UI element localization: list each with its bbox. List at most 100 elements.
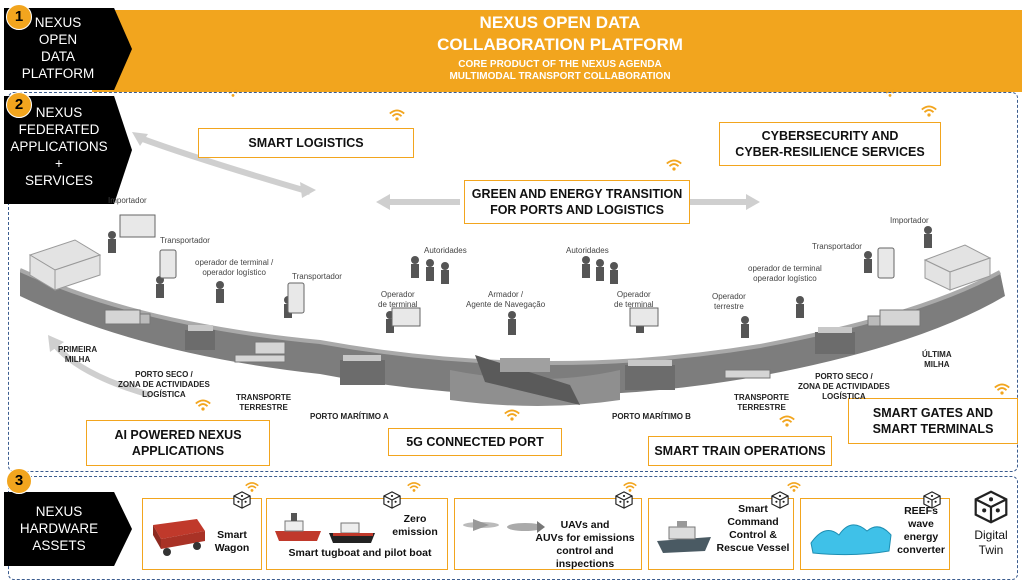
- actor-label-line: operador de terminal /: [195, 258, 274, 267]
- asset-label-line: Zero: [403, 513, 427, 525]
- asset-rescue-vessel: Smart Command Control & Rescue Vessel: [648, 498, 794, 570]
- smart-gates-label: SMART GATES AND: [872, 406, 994, 420]
- platform-subtitle-line: CORE PRODUCT OF THE NEXUS AGENDA: [458, 59, 662, 70]
- asset-uavs-auvs: UAVs and AUVs for emissions control and …: [454, 498, 642, 570]
- asset-label-line: REEFs: [904, 505, 938, 517]
- wifi-icon: [406, 481, 422, 492]
- digital-twin-cube-icon: [233, 491, 251, 509]
- actor-label: Operador terrestre: [712, 292, 746, 312]
- digital-twin-cube-icon: [771, 491, 789, 509]
- actor-label-line: operador logístico: [753, 274, 817, 283]
- actor-label: operador de terminal operador logístico: [748, 264, 822, 284]
- supply-chain-illustration: [20, 132, 1005, 406]
- cybersecurity-label: CYBER-RESILIENCE SERVICES: [735, 145, 925, 159]
- actor-label: Transportador: [292, 272, 342, 281]
- asset-label-line: emission: [392, 526, 438, 538]
- actor-label-line: de terminal: [614, 300, 654, 309]
- actor-label: Autoridades: [566, 246, 609, 255]
- platform-subtitle-line: MULTIMODAL TRANSPORT COLLABORATION: [449, 71, 671, 82]
- actor-label-line: terrestre: [714, 302, 744, 311]
- place-label-line: TERRESTRE: [239, 403, 288, 412]
- wifi-icon: [388, 108, 406, 121]
- cybersecurity-box: CYBERSECURITY AND CYBER-RESILIENCE SERVI…: [719, 122, 941, 166]
- asset-label-line: converter: [897, 544, 945, 556]
- actor-label: Operador de terminal: [378, 290, 418, 310]
- platform-title: NEXUS OPEN DATA COLLABORATION PLATFORM: [300, 12, 820, 56]
- section-2-line: +: [55, 156, 63, 171]
- asset-label-line: Smart: [217, 529, 247, 541]
- asset-label: Smart tugboat and pilot boat: [288, 547, 432, 559]
- ai-applications-box: AI POWERED NEXUS APPLICATIONS: [86, 420, 270, 466]
- 5g-port-box: 5G CONNECTED PORT: [388, 428, 562, 456]
- uav-icon: [463, 519, 545, 533]
- place-label-line: LOGÍSTICA: [822, 392, 866, 401]
- wifi-icon: [665, 158, 683, 171]
- smart-gates-box: SMART GATES AND SMART TERMINALS: [848, 398, 1018, 444]
- cybersecurity-label: CYBERSECURITY AND: [761, 129, 899, 143]
- section-1-line: OPEN: [38, 32, 78, 47]
- actor-label: Importador: [108, 196, 147, 205]
- asset-label-line: AUVs for emissions: [535, 532, 635, 544]
- section-3-line: ASSETS: [32, 538, 86, 553]
- place-label: PORTO MARÍTIMO A: [310, 412, 389, 421]
- place-label-line: ÚLTIMA: [922, 350, 952, 359]
- digital-twin-cube-icon: [923, 491, 941, 509]
- place-label-line: PORTO SECO /: [135, 370, 193, 379]
- asset-label-line: Rescue Vessel: [716, 542, 790, 554]
- section-1-line: DATA: [40, 49, 75, 64]
- asset-label-line: Command: [727, 516, 779, 528]
- actor-label-line: operador de terminal: [748, 264, 822, 273]
- digital-twin-cube-icon: [615, 491, 633, 509]
- smart-train-label: SMART TRAIN OPERATIONS: [654, 444, 826, 458]
- asset-label-line: wave: [908, 518, 934, 530]
- wagon-icon: [153, 519, 205, 556]
- green-energy-label: FOR PORTS AND LOGISTICS: [490, 203, 664, 217]
- place-label-line: TERRESTRE: [737, 403, 786, 412]
- place-label: PORTO SECO / ZONA DE ACTIVIDADES LOGÍSTI…: [798, 372, 890, 402]
- section-1-number: 1: [6, 4, 32, 30]
- digital-twin-cube-icon: [383, 491, 401, 509]
- platform-title-line: NEXUS OPEN DATA: [479, 13, 641, 32]
- digital-twin-cube-icon: [974, 490, 1008, 524]
- platform-banner: [92, 10, 1022, 92]
- section-1-line: PLATFORM: [21, 66, 95, 81]
- asset-reefs: REEFs wave energy converter: [800, 498, 950, 570]
- section-2-number: 2: [6, 92, 32, 118]
- asset-label-line: Wagon: [214, 542, 250, 554]
- section-2-label: NEXUS FEDERATED APPLICATIONS + SERVICES: [4, 96, 132, 204]
- place-label-line: MILHA: [64, 355, 91, 364]
- place-label: PRIMEIRA MILHA: [58, 345, 97, 365]
- wifi-icon: [503, 408, 521, 421]
- section-2-line: SERVICES: [24, 173, 94, 188]
- asset-label: UAVs and AUVs for emissions control and …: [529, 519, 641, 571]
- actor-label: Importador: [890, 216, 929, 225]
- section-3-number: 3: [6, 468, 32, 494]
- section-3-label: NEXUS HARDWARE ASSETS: [4, 492, 132, 566]
- section-2-line: APPLICATIONS: [10, 139, 108, 154]
- wifi-icon: [993, 382, 1011, 395]
- place-label-line: MILHA: [924, 360, 950, 369]
- smart-train-box: SMART TRAIN OPERATIONS: [648, 436, 832, 466]
- actor-label: Transportador: [812, 242, 862, 251]
- asset-label: REEFs wave energy converter: [893, 505, 949, 557]
- place-label-line: TRANSPORTE: [734, 393, 790, 402]
- wifi-icon: [244, 481, 260, 492]
- section-2-line: NEXUS: [35, 105, 83, 120]
- smart-gates-label: SMART TERMINALS: [872, 422, 994, 436]
- actor-label-line: Operador: [380, 290, 415, 299]
- vessel-icon: [657, 521, 711, 553]
- smart-logistics-label: SMART LOGISTICS: [248, 136, 364, 150]
- actor-label: Autoridades: [424, 246, 467, 255]
- place-label-line: ZONA DE ACTIVIDADES: [118, 380, 210, 389]
- place-label: TRANSPORTE TERRESTRE: [734, 393, 789, 413]
- ai-applications-label: AI POWERED NEXUS: [114, 428, 242, 442]
- 5g-port-label: 5G CONNECTED PORT: [406, 435, 544, 449]
- actor-label-line: de terminal: [378, 300, 418, 309]
- actor-label-line: Armador /: [488, 290, 524, 299]
- reef-icon: [810, 524, 892, 556]
- actor-label-line: Operador: [616, 290, 651, 299]
- place-label: PORTO SECO / ZONA DE ACTIVIDADES LOGÍSTI…: [118, 370, 210, 400]
- asset-smart-wagon: Smart Wagon: [142, 498, 262, 570]
- actor-label-line: operador logístico: [202, 268, 266, 277]
- place-label-line: TRANSPORTE: [236, 393, 292, 402]
